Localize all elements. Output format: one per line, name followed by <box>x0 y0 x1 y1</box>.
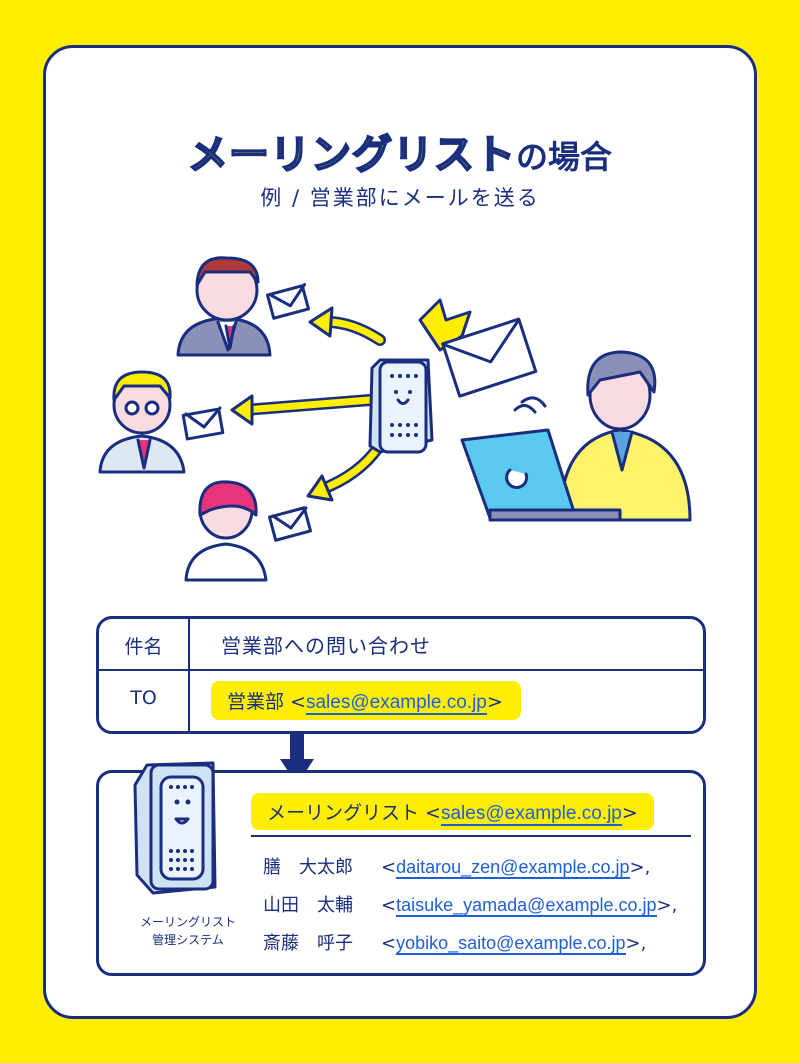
mailing-list-address-link[interactable]: sales@example.co.jp <box>440 803 622 826</box>
to-row: TO 営業部 <sales@example.co.jp> <box>99 671 703 731</box>
mailing-list-address: メーリングリスト <sales@example.co.jp> <box>251 793 654 830</box>
member-item: 斎藤 呼子<yobiko_saito@example.co.jp>, <box>263 929 646 955</box>
mailing-list-name: メーリングリスト <box>267 802 420 824</box>
member-item: 膳 大太郎<daitarou_zen@example.co.jp>, <box>263 853 650 879</box>
member-name: 山田 太輔 <box>263 895 353 916</box>
system-label: メーリングリスト 管理システム <box>103 913 273 949</box>
system-label-line2: 管理システム <box>152 933 224 947</box>
member-address-link[interactable]: daitarou_zen@example.co.jp <box>396 857 630 879</box>
subtitle: 例 / 営業部にメールを送る <box>260 186 540 210</box>
mailing-list-illustration <box>98 256 692 582</box>
to-label: TO <box>130 687 157 709</box>
to-recipient: 営業部 <sales@example.co.jp> <box>211 681 521 720</box>
member-item: 山田 太輔<taisuke_yamada@example.co.jp>, <box>263 891 677 917</box>
divider <box>251 835 691 837</box>
subject-value: 営業部への問い合わせ <box>221 634 431 658</box>
member-address-link[interactable]: yobiko_saito@example.co.jp <box>396 933 626 955</box>
mailing-list-box: メーリングリスト 管理システム メーリングリスト <sales@example.… <box>96 761 706 976</box>
subject-label: 件名 <box>124 636 163 658</box>
member-name: 膳 大太郎 <box>263 857 353 878</box>
system-label-line1: メーリングリスト <box>139 915 236 929</box>
mailing-list-server-icon <box>133 761 217 895</box>
member-address-link[interactable]: taisuke_yamada@example.co.jp <box>396 895 657 917</box>
subject-row: 件名 営業部への問い合わせ <box>99 619 703 671</box>
title-suffix: の場合 <box>515 138 612 176</box>
email-header-box: 件名 営業部への問い合わせ TO 営業部 <sales@example.co.j… <box>96 616 706 734</box>
member-name: 斎藤 呼子 <box>263 933 353 954</box>
to-address-link[interactable]: sales@example.co.jp <box>305 692 487 715</box>
column-divider <box>188 619 190 731</box>
title-main: メーリングリスト <box>187 131 516 179</box>
to-name: 営業部 <box>227 691 285 713</box>
page-title: メーリングリストの場合 <box>0 122 800 180</box>
